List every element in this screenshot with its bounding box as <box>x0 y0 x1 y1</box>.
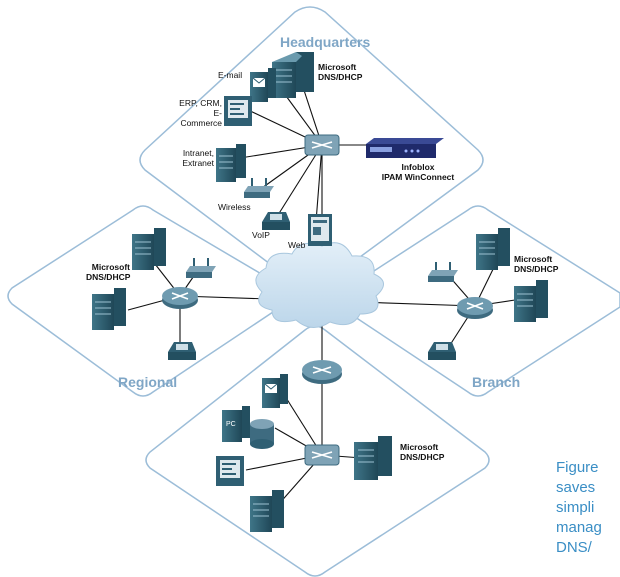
caption-line-5: DNS/ <box>556 539 592 556</box>
caption-line-2: saves <box>556 479 596 496</box>
hq-web-server <box>308 214 332 246</box>
infoblox-label-line2: IPAM WinConnect <box>381 172 455 182</box>
regional-dns-label-line2: DNS/DHCP <box>86 272 131 282</box>
hq-voip-label: VoIP <box>252 230 270 240</box>
lower-dns-label-line2: DNS/DHCP <box>400 452 445 462</box>
lower-app-monitor <box>216 456 244 486</box>
branch-dns-label-line2: DNS/DHCP <box>514 264 559 274</box>
hq-web-label: Web <box>288 240 306 250</box>
lower-email-server <box>262 374 288 408</box>
branch-dns-server <box>476 228 510 270</box>
region-label-regional: Regional <box>118 374 178 390</box>
hq-intranet-label-line2: Extranet <box>182 158 214 168</box>
lower-core-switch <box>304 444 340 466</box>
branch-dns-label: Microsoft DNS/DHCP <box>514 254 558 274</box>
hq-intranet-label-line1: Intranet, <box>182 148 214 158</box>
lower-database-icon <box>250 419 274 449</box>
hq-core-switch <box>304 134 340 156</box>
regional-wireless-ap <box>186 258 216 278</box>
hq-voip-phone <box>262 212 290 230</box>
lower-pc-label: PC <box>226 421 236 428</box>
hq-wireless-label: Wireless <box>218 202 251 212</box>
lower-pc <box>222 406 250 442</box>
branch-wireless-ap <box>428 262 458 282</box>
branch-router <box>457 297 493 319</box>
hq-dns-label: Microsoft DNS/DHCP <box>318 62 362 82</box>
figure-caption-fragment: Figure saves simpli manag DNS/ <box>556 458 620 558</box>
lower-dns-label-line1: Microsoft <box>400 442 439 452</box>
lower-router <box>302 360 342 384</box>
regional-dns-server <box>132 228 166 270</box>
infoblox-appliance <box>366 138 444 158</box>
infoblox-label: Infoblox IPAM WinConnect <box>380 162 456 182</box>
hq-dns-label-line1: Microsoft <box>318 62 357 72</box>
region-label-headquarters: Headquarters <box>280 34 371 50</box>
lower-dns-server <box>354 436 392 480</box>
lower-server <box>250 490 284 532</box>
region-label-branch: Branch <box>472 374 521 390</box>
regional-router <box>162 287 198 309</box>
caption-line-4: manag <box>556 519 602 536</box>
hq-email-label: E-mail <box>218 70 243 80</box>
caption-line-1: Figure <box>556 459 599 476</box>
branch-server <box>514 280 548 322</box>
lower-dns-label: Microsoft DNS/DHCP <box>400 442 444 462</box>
regional-dns-label: Microsoft DNS/DHCP <box>86 262 130 282</box>
hq-erp-label: ERP, CRM, E-Commerce <box>172 98 222 128</box>
hq-email-server <box>250 68 276 102</box>
hq-erp-label-line2: E-Commerce <box>180 108 222 128</box>
caption-line-3: simpli <box>556 499 595 516</box>
infoblox-label-line1: Infoblox <box>401 162 435 172</box>
hq-intranet-label: Intranet, Extranet <box>170 148 214 168</box>
branch-dns-label-line1: Microsoft <box>514 254 553 264</box>
regional-dns-label-line1: Microsoft <box>91 262 130 272</box>
network-cloud <box>255 242 384 328</box>
hq-dns-label-line2: DNS/DHCP <box>318 72 363 82</box>
hq-erp-monitor <box>224 96 252 126</box>
hq-intranet-server <box>216 144 246 182</box>
regional-server <box>92 288 126 330</box>
hq-erp-label-line1: ERP, CRM, <box>179 98 222 108</box>
regional-voip-phone <box>168 342 196 360</box>
branch-voip-phone <box>428 342 456 360</box>
hq-wireless-ap <box>244 178 274 198</box>
